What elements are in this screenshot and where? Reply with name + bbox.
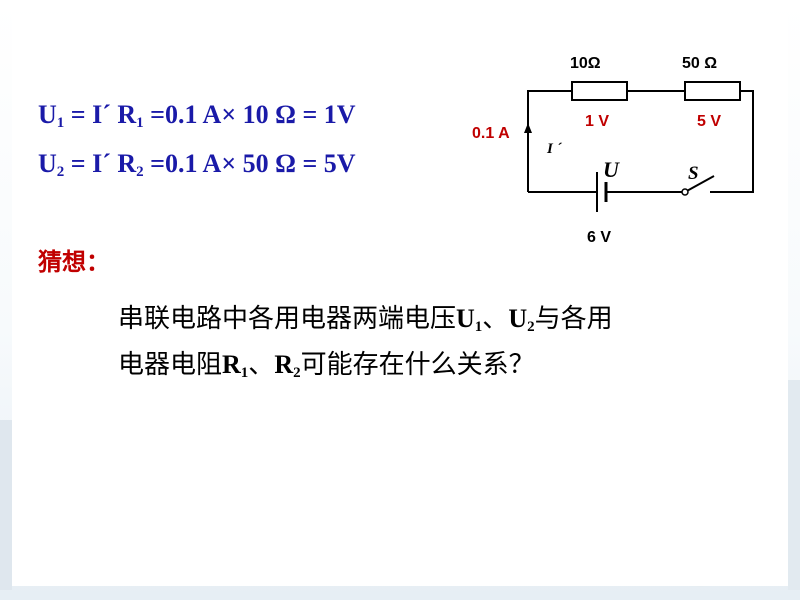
resistor-r2-voltage: 5 V — [697, 113, 721, 130]
question-r1-symbol: R — [222, 350, 241, 379]
resistor-r1 — [571, 81, 628, 101]
equation-u2: U2 = I´ R2 =0.1 A× 50 Ω = 5V — [38, 149, 356, 187]
eq1-rest: =0.1 A× 10 Ω = 1V — [143, 100, 356, 129]
wire-top-left — [527, 90, 572, 192]
eq1-middle: = I´ R — [64, 100, 137, 129]
question-line-1: 串联电路中各用电器两端电压U1、U2与各用 — [118, 300, 738, 346]
question-r1-subscript: 1 — [240, 365, 249, 381]
wire-top-right — [710, 90, 754, 193]
current-value-label: 0.1 A — [472, 125, 510, 142]
eq2-u-subscript: 2 — [56, 164, 65, 180]
eq2-r-subscript: 2 — [136, 164, 144, 180]
resistor-r1-label: 10Ω — [570, 55, 601, 72]
question-line2-text: 电器电阻 — [118, 350, 223, 380]
switch-symbol-label: S — [688, 163, 699, 184]
question-line1-text: 串联电路中各用电器两端电压 — [118, 304, 457, 334]
guess-label: 猜想： — [38, 248, 110, 276]
question-line-2: 电器电阻R1、R2可能存在什么关系？ — [118, 346, 738, 392]
question-u2-subscript: 2 — [527, 319, 535, 335]
question-u1-subscript: 1 — [474, 319, 483, 335]
question-text: 串联电路中各用电器两端电压U1、U2与各用 电器电阻R1、R2可能存在什么关系？ — [118, 300, 738, 392]
eq2-middle: = I´ R — [64, 149, 137, 178]
content-panel — [12, 14, 788, 586]
eq2-rest: =0.1 A× 50 Ω = 5V — [143, 149, 356, 178]
current-symbol-label: I ´ — [546, 141, 563, 157]
battery-symbol-label: U — [603, 157, 620, 182]
circuit-diagram: 10Ω 50 Ω 1 V 5 V 0.1 A I ´ U S 6 V — [472, 55, 754, 246]
question-separator-2: 、 — [248, 350, 275, 380]
question-r2-subscript: 2 — [293, 365, 301, 381]
resistor-r2 — [684, 81, 741, 101]
question-r2-symbol: R — [274, 350, 294, 379]
question-u2-symbol: U — [508, 304, 528, 333]
battery-voltage-label: 6 V — [587, 229, 611, 246]
question-line1-end: 与各用 — [534, 304, 613, 334]
resistor-r1-voltage: 1 V — [585, 113, 609, 130]
eq2-u-symbol: U — [38, 149, 57, 178]
resistor-r2-label: 50 Ω — [682, 55, 717, 72]
current-arrow-icon — [524, 123, 532, 133]
question-separator-1: 、 — [482, 304, 509, 334]
switch-blade — [684, 175, 715, 193]
eq1-u-symbol: U — [38, 100, 57, 129]
question-line2-end: 可能存在什么关系？ — [300, 350, 535, 380]
switch-pivot — [681, 188, 689, 196]
equation-u1: U1 = I´ R1 =0.1 A× 10 Ω = 1V — [38, 100, 356, 138]
eq1-u-subscript: 1 — [56, 115, 65, 131]
question-u1-symbol: U — [456, 304, 475, 333]
eq1-r-subscript: 1 — [136, 115, 144, 131]
